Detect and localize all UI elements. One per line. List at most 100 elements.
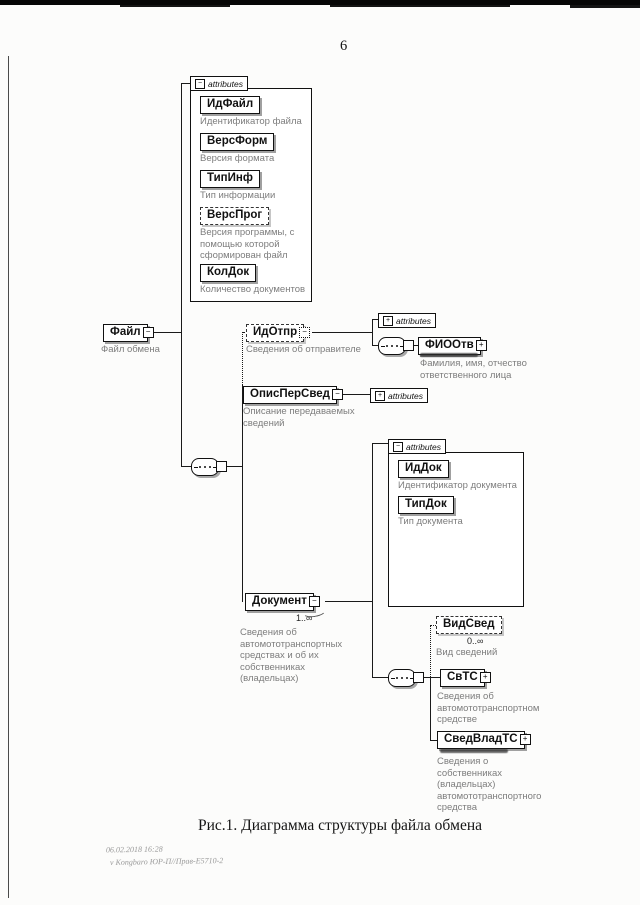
scan-top-edge: [570, 5, 640, 8]
element-dokument-name: Документ: [252, 595, 307, 607]
element-svts-name: СвТС: [447, 671, 478, 683]
expand-icon: +: [479, 672, 491, 683]
scan-left-edge-line: [8, 56, 9, 898]
element-file-description: Файл обмена: [101, 344, 160, 355]
attr-koldok: КолДок: [200, 264, 257, 282]
connector-line: [372, 443, 373, 678]
sequence-icon: [191, 458, 219, 476]
attr-versprog-description: Версия программы, с помощью которой сфор…: [200, 227, 295, 261]
connector-line: [242, 332, 243, 385]
connector-line: [431, 625, 436, 626]
connector-line: [430, 677, 431, 741]
element-svedvladts: СведВладТС +: [437, 731, 531, 749]
connector-line: [422, 677, 430, 678]
element-fiootv-description: Фамилия, имя, отчество ответственного ли…: [420, 358, 527, 381]
collapse-icon: −: [308, 596, 320, 607]
cardinality-vidsved: 0..∞: [467, 636, 484, 646]
print-timestamp: 06.02.2018 16:28: [105, 844, 163, 855]
sequence-handle-icon: [413, 672, 424, 683]
attr-versform-description: Версия формата: [200, 153, 275, 164]
element-svedvladts-name: СведВладТС: [444, 733, 518, 745]
connector-line: [312, 332, 372, 333]
element-svts: СвТС +: [440, 669, 491, 687]
attr-idfile: ИдФайл: [200, 96, 261, 114]
ink-smudge: [420, 353, 478, 357]
connector-line: [330, 394, 370, 395]
element-opispersved-name: ОписПерСвед: [250, 388, 330, 400]
connector-line: [373, 319, 378, 320]
dokument-attributes-tab: − attributes: [388, 439, 446, 454]
connector-line: [373, 677, 388, 678]
element-opispersved-description: Описание передаваемых сведений: [243, 406, 355, 429]
attr-koldok-description: Количество документов: [200, 284, 306, 295]
attributes-label: attributes: [406, 441, 441, 452]
element-file-name: Файл: [110, 326, 141, 338]
element-svedvladts-description: Сведения о собственниках (владельцах) ав…: [437, 756, 542, 813]
attr-tipdok: ТипДок: [398, 496, 454, 514]
expand-icon: +: [519, 734, 531, 745]
attr-tipinf: ТипИнф: [200, 170, 260, 188]
attr-versprog-name: ВерсПрог: [207, 209, 263, 221]
connector-line: [412, 345, 418, 346]
sequence-handle-icon: [403, 340, 414, 351]
connector-line: [242, 385, 243, 602]
scan-top-edge: [0, 0, 640, 5]
attr-iddok-name: ИдДок: [405, 462, 442, 474]
element-idotpr: ИдОтпр −: [246, 324, 311, 342]
element-idotpr-description: Сведения об отправителе: [246, 344, 361, 355]
collapse-icon: −: [331, 389, 343, 400]
element-dokument: Документ −: [245, 593, 320, 611]
element-dokument-description: Сведения об автомототранспортных средств…: [240, 627, 343, 684]
sequence-icon: [378, 337, 406, 355]
attr-koldok-name: КолДок: [207, 266, 250, 278]
scan-top-edge: [120, 5, 230, 7]
file-attributes-tab: − attributes: [190, 76, 248, 91]
sequence-icon: [388, 669, 416, 687]
attr-idfile-description: Идентификатор файла: [200, 116, 302, 127]
collapse-icon: −: [195, 78, 205, 89]
sequence-handle-icon: [216, 461, 227, 472]
attr-tipinf-name: ТипИнф: [207, 172, 253, 184]
element-vidsved-description: Вид сведений: [436, 647, 498, 658]
element-fiootv: ФИООтв +: [418, 337, 487, 355]
element-vidsved-name: ВидСвед: [443, 618, 495, 630]
attr-versprog: ВерсПрог: [200, 207, 270, 225]
connector-line: [372, 319, 373, 346]
cardinality-dokument: 1..∞: [296, 613, 313, 623]
attr-iddok: ИдДок: [398, 460, 449, 478]
figure-caption: Рис.1. Диаграмма структуры файла обмена: [197, 817, 483, 834]
attr-versform-name: ВерсФорм: [207, 135, 268, 147]
expand-icon: +: [475, 340, 487, 351]
attr-versform: ВерсФорм: [200, 133, 275, 151]
element-idotpr-name: ИдОтпр: [253, 326, 298, 338]
connector-line: [325, 601, 372, 602]
attr-tipdok-description: Тип документа: [398, 516, 463, 527]
attributes-label: attributes: [388, 390, 423, 401]
expand-icon: +: [383, 315, 393, 326]
element-svts-description: Сведения об автомототранспортном средств…: [437, 691, 540, 725]
connector-line: [226, 466, 242, 467]
collapse-icon: −: [142, 327, 154, 338]
print-reference: v Kongbaro ЮР-П//Прав-Е5710-2: [109, 856, 224, 867]
scan-top-edge: [330, 5, 510, 7]
connector-line: [182, 466, 194, 467]
attr-tipinf-description: Тип информации: [200, 190, 276, 201]
connector-line: [430, 625, 431, 677]
collapse-icon: −: [299, 327, 311, 338]
attr-tipdok-name: ТипДок: [405, 498, 447, 510]
collapse-icon: −: [393, 441, 403, 452]
element-vidsved: ВидСвед: [436, 616, 502, 634]
opispersved-attributes-tab: + attributes: [370, 388, 428, 403]
attr-idfile-name: ИдФайл: [207, 98, 254, 110]
element-file: Файл −: [103, 324, 154, 342]
connector-line: [431, 740, 437, 741]
idotpr-attributes-tab: + attributes: [378, 313, 436, 328]
expand-icon: +: [375, 390, 385, 401]
element-fiootv-name: ФИООтв: [425, 339, 474, 351]
attributes-label: attributes: [208, 78, 243, 89]
connector-line: [373, 443, 388, 444]
connector-line: [373, 345, 378, 346]
element-opispersved: ОписПерСвед −: [243, 386, 343, 404]
attr-iddok-description: Идентификатор документа: [398, 480, 517, 491]
